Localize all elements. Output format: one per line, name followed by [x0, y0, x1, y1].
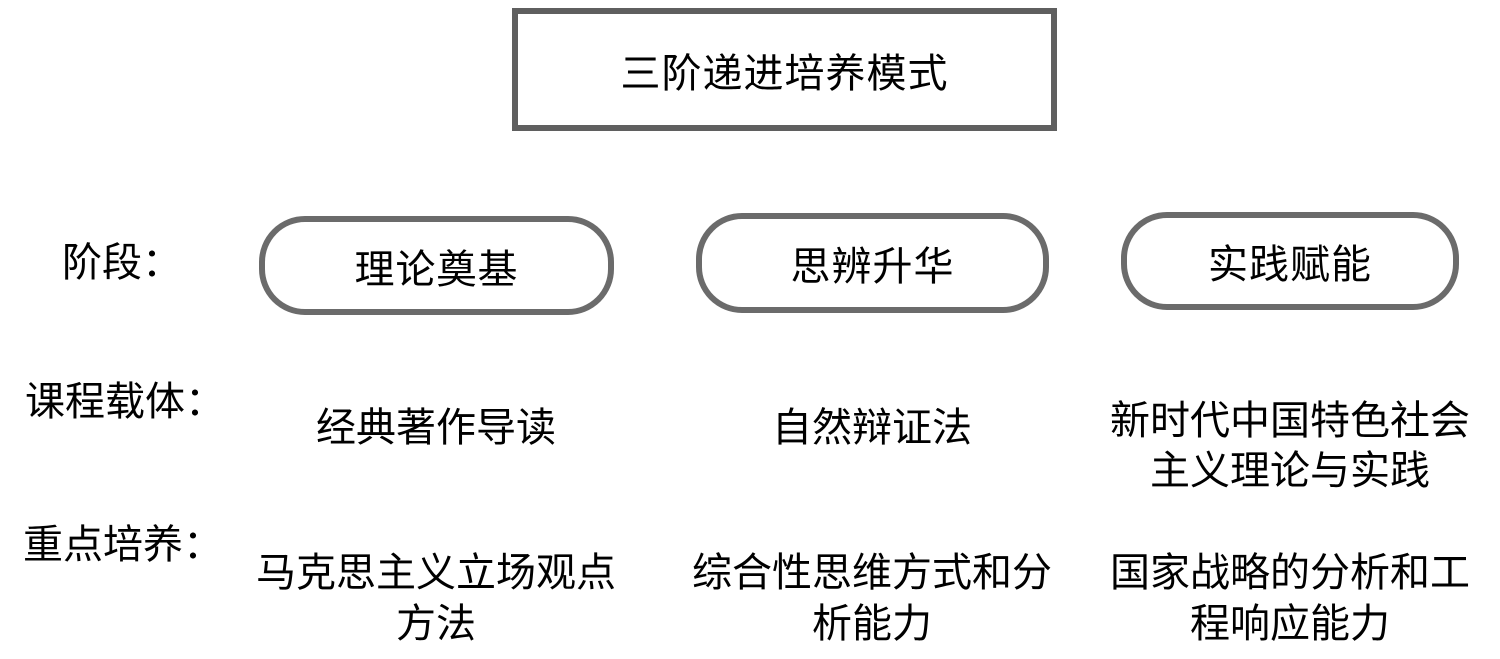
diagram-title: 三阶递进培养模式 [620, 51, 949, 96]
focus-cell-3-line-2: 程响应能力 [1190, 602, 1390, 646]
carrier-cell-1: 经典著作导读 [226, 403, 646, 453]
stage-pill-practice-empowerment: 实践赋能 [1121, 212, 1459, 310]
carrier-cell-3-line-1: 新时代中国特色社会 [1110, 399, 1470, 443]
focus-cell-2: 综合性思维方式和分 析能力 [662, 548, 1082, 650]
focus-row-label: 重点培养： [23, 523, 223, 567]
stage-pill-theory-foundation: 理论奠基 [259, 216, 614, 315]
focus-cell-3-line-1: 国家战略的分析和工 [1110, 551, 1470, 595]
stage-row-label: 阶段： [62, 241, 182, 285]
focus-cell-1-line-2: 方法 [396, 602, 476, 646]
stage-pill-critical-thinking-label: 思辨升华 [790, 245, 955, 289]
carrier-row-label: 课程载体： [25, 380, 225, 424]
focus-cell-1: 马克思主义立场观点 方法 [226, 548, 646, 650]
carrier-cell-3: 新时代中国特色社会 主义理论与实践 [1080, 396, 1500, 496]
focus-cell-1-line-1: 马克思主义立场观点 [256, 551, 616, 595]
stage-pill-critical-thinking: 思辨升华 [696, 213, 1049, 313]
carrier-cell-3-line-2: 主义理论与实践 [1150, 449, 1430, 493]
stage-pill-practice-empowerment-label: 实践赋能 [1208, 243, 1372, 287]
carrier-cell-1-line-1: 经典著作导读 [316, 406, 556, 450]
stage-pill-theory-foundation-label: 理论奠基 [354, 247, 519, 292]
title-box: 三阶递进培养模式 [512, 8, 1057, 131]
carrier-cell-2: 自然辩证法 [662, 403, 1082, 453]
focus-cell-3: 国家战略的分析和工 程响应能力 [1080, 548, 1500, 650]
focus-cell-2-line-2: 析能力 [812, 602, 932, 646]
carrier-cell-2-line-1: 自然辩证法 [772, 406, 972, 450]
focus-cell-2-line-1: 综合性思维方式和分 [692, 551, 1052, 595]
